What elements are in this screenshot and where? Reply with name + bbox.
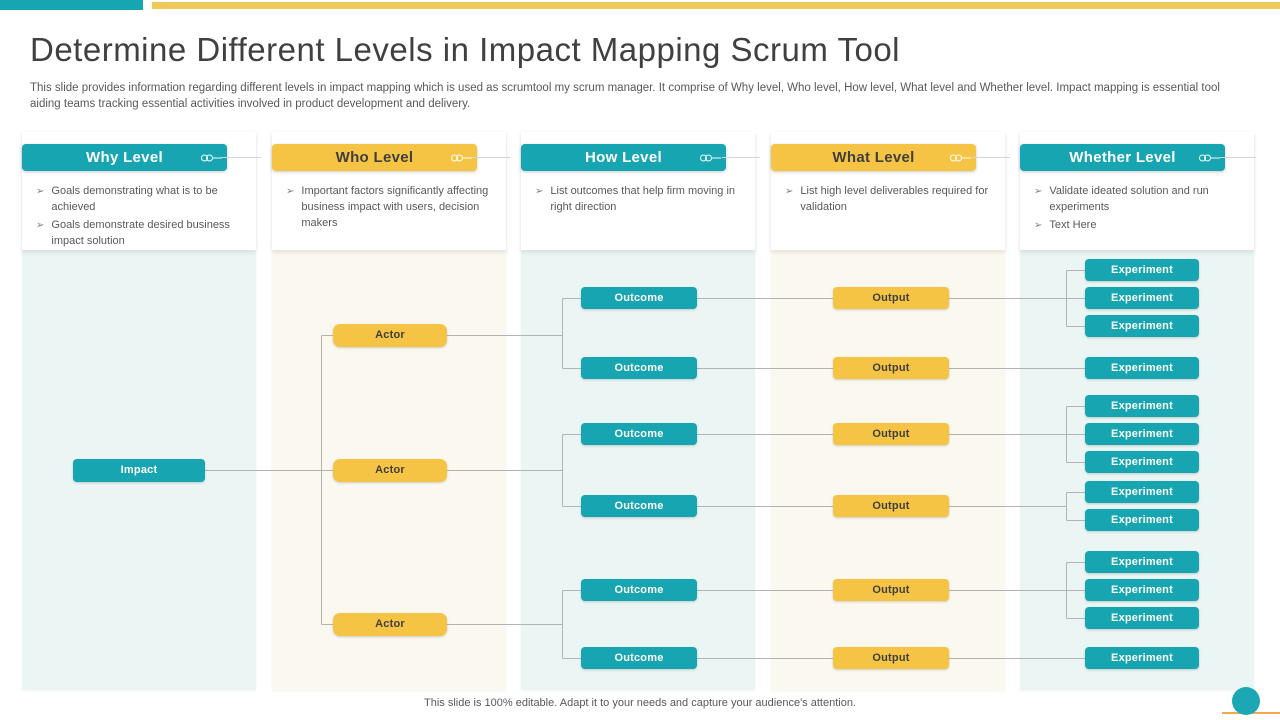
corner-circle-decoration [1232, 687, 1260, 715]
top-bar-teal [0, 0, 143, 10]
bullet-item: ➢ List high level deliverables required f… [785, 184, 999, 216]
output-node: Output [833, 579, 949, 601]
bullet-item: ➢ Goals demonstrate desired business impa… [36, 218, 250, 250]
outcome-node: Outcome [581, 357, 697, 379]
actor-node: Actor [333, 324, 447, 347]
experiment-node: Experiment [1085, 259, 1199, 281]
outcome-node: Outcome [581, 647, 697, 669]
bullet-arrow-icon: ➢ [36, 186, 45, 197]
output-node: Output [833, 357, 949, 379]
chain-link-icon [201, 154, 222, 161]
bullet-item: ➢ Goals demonstrating what is to be achie… [36, 184, 250, 216]
experiment-node: Experiment [1085, 287, 1199, 309]
column-card-what: What Level ➢ List high level deliverables… [771, 132, 1005, 250]
bullet-text: List outcomes that help firm moving in r… [550, 185, 736, 213]
experiment-node: Experiment [1085, 451, 1199, 473]
outcome-node: Outcome [581, 287, 697, 309]
bullet-arrow-icon: ➢ [286, 186, 295, 197]
column-header-how-level: How Level [521, 144, 726, 171]
column-panel-why: Why Level ➢ Goals demonstrating what is t… [22, 132, 256, 690]
column-header-who-level: Who Level [272, 144, 477, 171]
bullet-arrow-icon: ➢ [785, 186, 794, 197]
bullet-text: Text Here [1049, 218, 1097, 231]
column-title: What Level [832, 149, 915, 166]
column-panel-how: How Level ➢ List outcomes that help firm … [521, 132, 755, 690]
experiment-node: Experiment [1085, 509, 1199, 531]
column-card-who: Who Level ➢ Important factors significant… [272, 132, 506, 250]
page-title: Determine Different Levels in Impact Map… [30, 31, 900, 68]
bullet-text: Goals demonstrating what is to be achiev… [51, 185, 218, 213]
actor-node: Actor [333, 459, 447, 482]
experiment-node: Experiment [1085, 481, 1199, 503]
footer-note: This slide is 100% editable. Adapt it to… [424, 697, 856, 709]
experiment-node: Experiment [1085, 315, 1199, 337]
output-node: Output [833, 287, 949, 309]
bullet-arrow-icon: ➢ [1034, 219, 1043, 231]
experiment-node: Experiment [1085, 357, 1199, 379]
column-header-what-level: What Level [771, 144, 976, 171]
bullet-item: ➢ Important factors significantly affecti… [286, 184, 500, 232]
chain-link-icon [700, 154, 721, 161]
column-panel-what: What Level ➢ List high level deliverables… [771, 132, 1005, 690]
chain-link-icon [451, 154, 472, 161]
bullet-list: ➢ Important factors significantly affecti… [272, 176, 506, 234]
bullet-text: List high level deliverables required fo… [800, 185, 989, 213]
bullet-text: Goals demonstrate desired business impac… [51, 218, 230, 247]
chain-link-icon [950, 154, 971, 161]
column-panel-who: Who Level ➢ Important factors significant… [272, 132, 506, 690]
chain-link-icon [1199, 154, 1220, 161]
bullet-arrow-icon: ➢ [1034, 186, 1043, 197]
bullet-arrow-icon: ➢ [535, 186, 544, 197]
column-header-why-level: Why Level [22, 144, 227, 171]
column-card-why: Why Level ➢ Goals demonstrating what is t… [22, 132, 256, 250]
experiment-node: Experiment [1085, 423, 1199, 445]
outcome-node: Outcome [581, 579, 697, 601]
actor-node: Actor [333, 613, 447, 636]
bullet-list: ➢ List outcomes that help firm moving in … [521, 176, 755, 218]
experiment-node: Experiment [1085, 647, 1199, 669]
column-card-how: How Level ➢ List outcomes that help firm … [521, 132, 755, 250]
output-node: Output [833, 647, 949, 669]
column-title: How Level [585, 149, 662, 166]
bullet-text: Validate ideated solution and run experi… [1049, 185, 1209, 213]
bullet-list: ➢ Goals demonstrating what is to be achie… [22, 176, 256, 252]
top-bar-yellow [152, 2, 1280, 9]
experiment-node: Experiment [1085, 551, 1199, 573]
outcome-node: Outcome [581, 423, 697, 445]
bullet-list: ➢ List high level deliverables required f… [771, 176, 1005, 218]
experiment-node: Experiment [1085, 607, 1199, 629]
output-node: Output [833, 423, 949, 445]
impact-node: Impact [73, 459, 205, 482]
column-header-whether-level: Whether Level [1020, 144, 1225, 171]
bullet-arrow-icon: ➢ [36, 219, 45, 231]
bullet-item: ➢ List outcomes that help firm moving in … [535, 184, 749, 216]
column-title: Why Level [86, 149, 163, 166]
slide-subtitle: This slide provides information regardin… [30, 82, 1220, 111]
column-title: Whether Level [1069, 149, 1176, 166]
bullet-item: ➢ Validate ideated solution and run exper… [1034, 184, 1248, 216]
bullet-list: ➢ Validate ideated solution and run exper… [1020, 176, 1254, 236]
experiment-node: Experiment [1085, 579, 1199, 601]
column-card-whether: Whether Level ➢ Validate ideated solution… [1020, 132, 1254, 250]
experiment-node: Experiment [1085, 395, 1199, 417]
bullet-text: Important factors significantly affectin… [301, 185, 489, 229]
outcome-node: Outcome [581, 495, 697, 517]
output-node: Output [833, 495, 949, 517]
column-title: Who Level [335, 149, 414, 166]
bullet-item: ➢ Text Here [1034, 218, 1248, 234]
